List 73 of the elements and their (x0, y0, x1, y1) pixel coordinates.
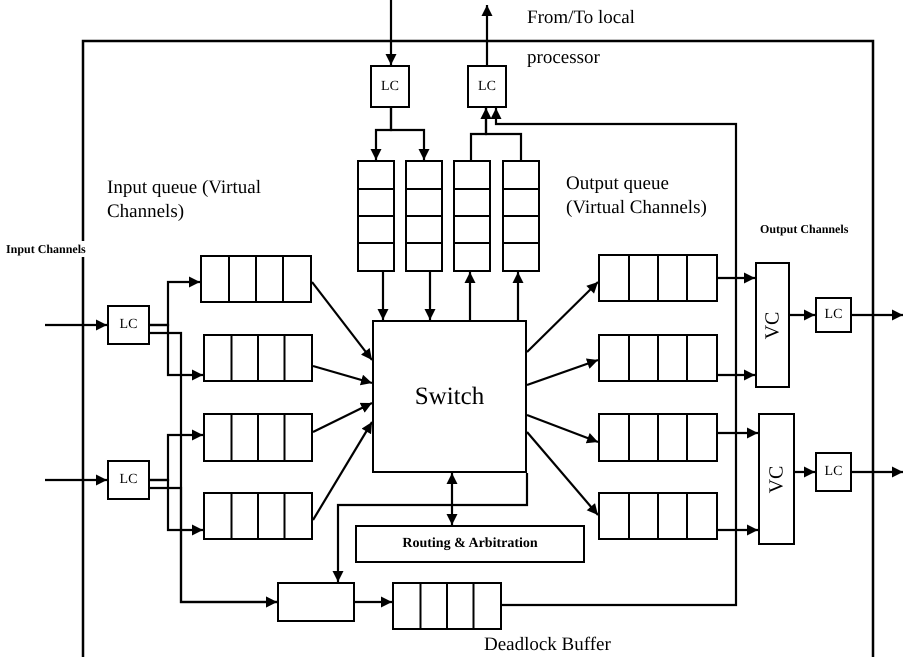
queue-buffer (200, 255, 312, 303)
arrow (480, 108, 522, 160)
node-label: Switch (414, 382, 484, 410)
queue-buffer (203, 334, 313, 382)
node-label: LC (381, 78, 399, 94)
arrow (526, 414, 598, 444)
queue-buffer (392, 582, 502, 630)
virtual-channel-box (755, 262, 790, 388)
arrow (150, 324, 203, 380)
arrow (718, 524, 758, 536)
arrow (386, 0, 396, 65)
arrow (311, 281, 373, 361)
queue-buffer (405, 160, 443, 272)
arrow (490, 108, 738, 606)
queue-buffer (203, 492, 313, 540)
channel-label: Output Channels (760, 221, 848, 237)
queue-buffer (598, 254, 718, 302)
node-label: LC (478, 78, 496, 94)
link-controller-box (467, 65, 507, 108)
port-label: From/To local processor (527, 6, 636, 70)
arrow (526, 431, 599, 516)
arrow (390, 108, 430, 160)
link-controller-box (815, 297, 852, 333)
link-controller-box (107, 460, 150, 500)
arrow (45, 320, 107, 330)
node-label: LC (824, 464, 842, 480)
buffer-label: Deadlock Buffer (484, 633, 611, 657)
queue-buffer (453, 160, 491, 272)
section-label: Output queue (Virtual Channels) (566, 172, 708, 220)
node-label: Routing & Arbitration (402, 536, 538, 552)
arrow (482, 5, 492, 65)
link-controller-box (370, 65, 410, 108)
node-label: VC (761, 311, 784, 339)
arrow (378, 272, 388, 320)
arrow (526, 358, 598, 386)
arrow (526, 281, 599, 353)
arrow (718, 428, 758, 438)
arrow (718, 370, 755, 380)
node-label: LC (120, 472, 138, 488)
queue-buffer (598, 334, 718, 382)
routing-arbitration-box (355, 525, 585, 563)
switch-box (372, 320, 527, 473)
queue-buffer (502, 160, 540, 272)
arrow (464, 272, 476, 320)
arrow (150, 486, 277, 608)
buffer-box (277, 582, 355, 622)
arrow (355, 596, 392, 608)
arrow (45, 474, 107, 486)
arrow (446, 473, 458, 525)
queue-buffer (203, 413, 313, 462)
queue-buffer (357, 160, 395, 272)
node-label: LC (120, 317, 138, 333)
arrow (852, 310, 903, 320)
arrow (312, 402, 372, 433)
arrow (512, 272, 524, 320)
virtual-channel-box (758, 413, 795, 545)
link-controller-box (815, 452, 852, 492)
arrow (312, 364, 372, 386)
node-label: LC (824, 307, 842, 323)
queue-buffer (598, 413, 718, 462)
arrow (332, 473, 528, 582)
node-label: VC (765, 465, 788, 493)
arrow (790, 310, 815, 320)
arrow (424, 272, 436, 320)
queue-buffer (598, 492, 718, 540)
section-label: Input queue (Virtual Channels) (107, 176, 262, 224)
arrow (852, 466, 903, 478)
arrow (312, 421, 373, 521)
link-controller-box (107, 305, 150, 345)
arrow (150, 478, 203, 536)
arrow (795, 466, 815, 478)
channel-label: Input Channels (6, 241, 86, 257)
arrow (718, 272, 755, 284)
